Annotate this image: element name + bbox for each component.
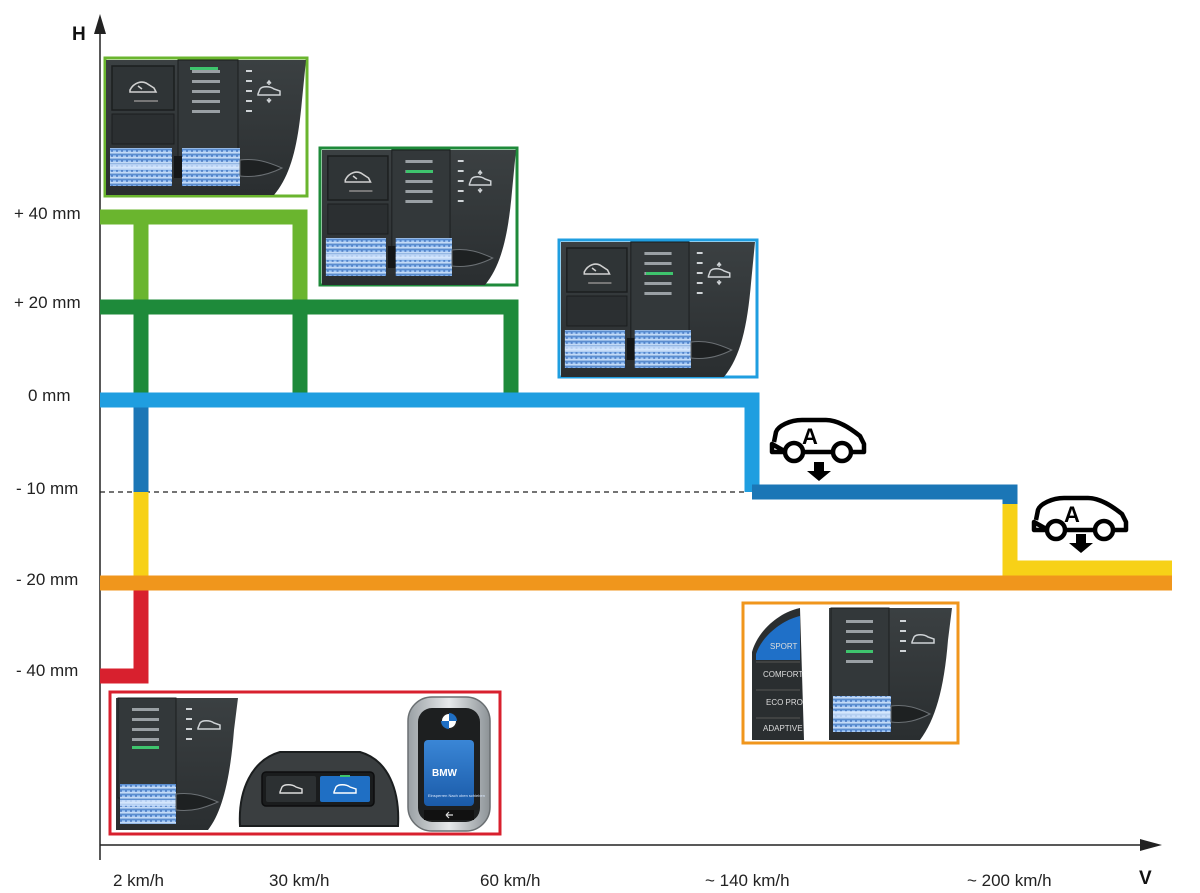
mode-label-comfort: COMFORT (763, 670, 803, 679)
level-line-zero (100, 392, 760, 492)
y-axis-label: H (72, 24, 86, 45)
x-tick-label: ~ 140 km/h (705, 871, 790, 890)
auto-lower-car-icon: A (1034, 498, 1126, 553)
car-raise-icon (279, 784, 303, 794)
trunk-lowering-switch (238, 751, 400, 827)
x-axis-arrow-icon (1140, 839, 1162, 851)
x-tick-label: 60 km/h (480, 871, 540, 890)
mode-label-sport: SPORT (770, 642, 798, 651)
y-tick-label: + 40 mm (14, 204, 81, 223)
key-message-text: Einsperren Nach oben schieben (428, 793, 485, 798)
y-axis-arrow-icon (94, 14, 106, 34)
display-key: BMW Einsperren Nach oben schieben (407, 696, 491, 832)
x-tick-labels: 2 km/h 30 km/h 60 km/h ~ 140 km/h ~ 200 … (113, 871, 1052, 890)
panel-plus-20 (318, 146, 519, 287)
x-tick-label: 2 km/h (113, 871, 164, 890)
car-height-icon (197, 720, 221, 730)
mode-label-eco-pro: ECO PRO (766, 698, 803, 707)
auto-badge-letter: A (1064, 502, 1080, 527)
panel-minus-40: BMW Einsperren Nach oben schieben (108, 690, 502, 836)
level-line-auto-right (1002, 504, 1172, 576)
key-brand-text: BMW (432, 768, 458, 779)
y-tick-label: - 10 mm (16, 479, 78, 498)
level-line-minus-40 (100, 585, 149, 684)
y-tick-labels: + 40 mm + 20 mm 0 mm - 10 mm - 20 mm - 4… (14, 204, 81, 680)
back-arrow-icon (445, 811, 453, 819)
level-line-minus-10-step (752, 484, 1018, 568)
x-tick-label: ~ 200 km/h (967, 871, 1052, 890)
y-tick-label: - 40 mm (16, 661, 78, 680)
panel-zero (557, 238, 759, 379)
panel-sport-mode: SPORT COMFORT ECO PRO ADAPTIVE (741, 601, 960, 745)
auto-lower-car-icon: A (772, 420, 864, 481)
car-height-icon (911, 634, 935, 644)
car-lower-icon (333, 784, 357, 794)
x-axis-label: V (1139, 868, 1152, 889)
mode-label-adaptive: ADAPTIVE (763, 724, 803, 733)
panel-plus-40 (103, 56, 309, 198)
y-tick-label: - 20 mm (16, 570, 78, 589)
sport-mode-button (756, 616, 800, 660)
y-tick-label: + 20 mm (14, 293, 81, 312)
auto-badge-letter: A (802, 424, 818, 449)
y-tick-label: 0 mm (28, 386, 71, 405)
x-tick-label: 30 km/h (269, 871, 329, 890)
level-line-plus-20 (100, 299, 519, 398)
